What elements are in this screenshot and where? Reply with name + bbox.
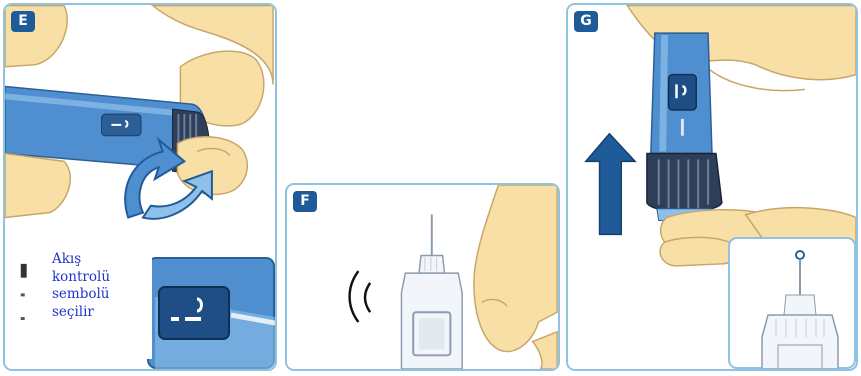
step-g-badge: G xyxy=(574,11,598,32)
dose-window-zoom-inset xyxy=(147,257,275,369)
needle-tip-zoom-inset xyxy=(728,237,856,369)
step-g-panel: G xyxy=(566,3,858,371)
step-e-panel: E Akış kontrolü se xyxy=(3,3,277,371)
step-e-badge: E xyxy=(11,11,35,32)
step-f-badge: F xyxy=(293,191,317,212)
finger-tap-illustration xyxy=(287,185,558,369)
caption-box: Akış kontrolü sembolü seçilir xyxy=(32,242,152,359)
caption-text: Akış kontrolü sembolü seçilir xyxy=(52,251,148,321)
step-f-panel: F xyxy=(285,183,560,371)
